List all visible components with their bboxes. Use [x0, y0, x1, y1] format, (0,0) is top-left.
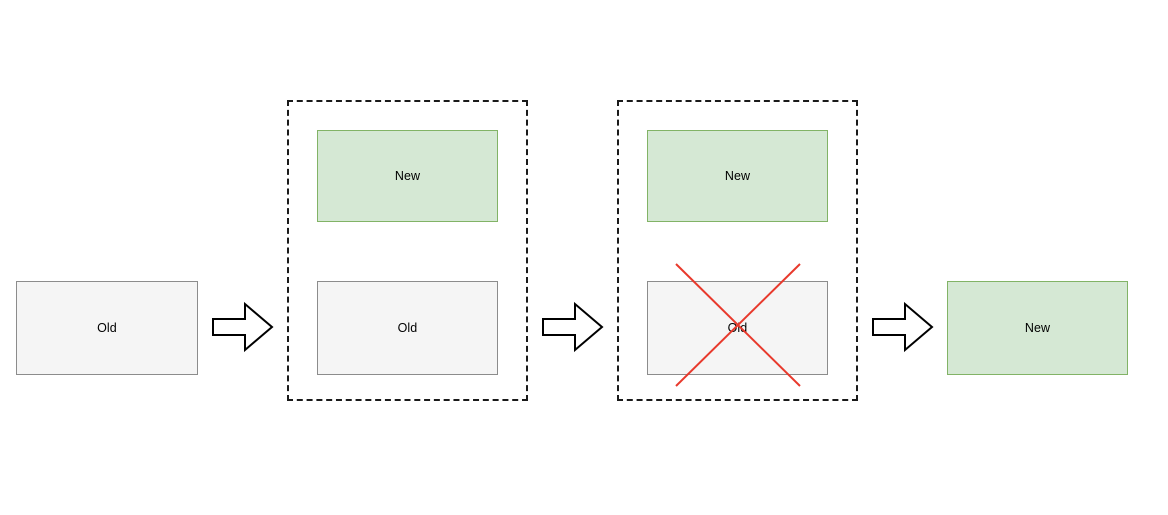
node-new-stage4[interactable]: New [947, 281, 1128, 375]
block-arrow-icon [542, 301, 604, 353]
node-label: Old [727, 320, 748, 335]
node-label: Old [397, 320, 418, 335]
node-new-stage2[interactable]: New [317, 130, 498, 222]
node-old-stage1[interactable]: Old [16, 281, 198, 375]
arrow-stage3-to-stage4 [872, 301, 934, 353]
node-old-stage3[interactable]: Old [647, 281, 828, 375]
node-label: New [1024, 320, 1051, 335]
node-label: New [394, 168, 421, 183]
node-label: New [724, 168, 751, 183]
group-container-stage3 [617, 100, 858, 401]
arrow-stage1-to-stage2 [212, 301, 274, 353]
block-arrow-icon [872, 301, 934, 353]
block-arrow-icon [212, 301, 274, 353]
node-old-stage2[interactable]: Old [317, 281, 498, 375]
group-container-stage2 [287, 100, 528, 401]
node-new-stage3[interactable]: New [647, 130, 828, 222]
arrow-stage2-to-stage3 [542, 301, 604, 353]
node-label: Old [97, 320, 117, 335]
